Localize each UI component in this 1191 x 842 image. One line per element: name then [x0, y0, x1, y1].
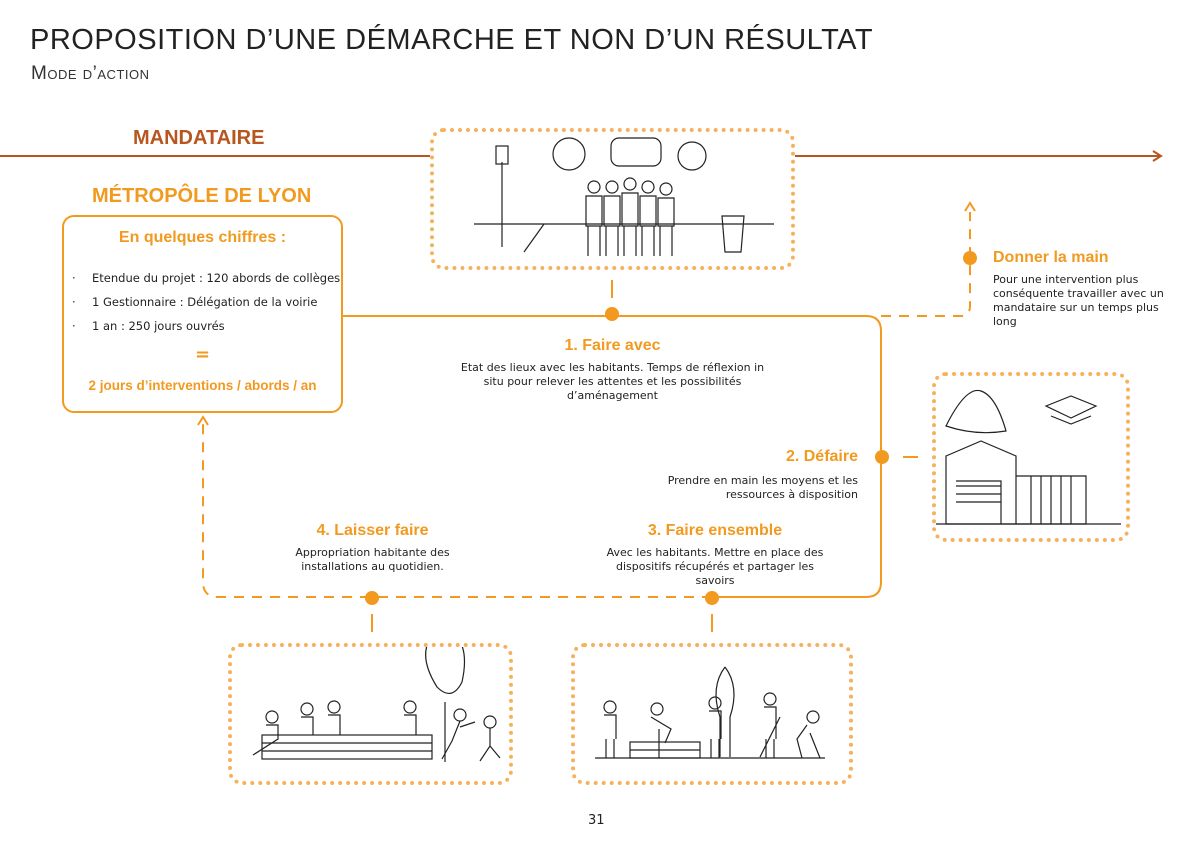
- step-2-dot: [875, 450, 889, 464]
- key-figures-result: 2 jours d’interventions / abords / an: [88, 378, 317, 393]
- cycle-dashed-line: [202, 420, 712, 598]
- mandataire-label: MANDATAIRE: [133, 127, 265, 149]
- arrow-up-icon: [197, 415, 209, 426]
- list-item: ·Etendue du projet : 120 abords de collè…: [72, 271, 340, 295]
- step-3: 3. Faire ensemble Avec les habitants. Me…: [595, 522, 835, 588]
- handover-text: Pour une intervention plus conséquente t…: [993, 273, 1164, 328]
- step-1-text: Etat des lieux avec les habitants. Temps…: [460, 361, 765, 402]
- handover: Donner la main Pour une intervention plu…: [993, 249, 1168, 329]
- illustration-building-together: [571, 643, 853, 785]
- handover-title: Donner la main: [993, 249, 1109, 266]
- list-item: ·1 Gestionnaire : Délégation de la voiri…: [72, 295, 340, 319]
- illustration-materials: [932, 372, 1130, 542]
- illustration-discussion: [430, 128, 795, 270]
- handover-dot: [963, 251, 977, 265]
- list-item-text: 1 Gestionnaire : Délégation de la voirie: [92, 295, 318, 309]
- key-figures-title: En quelques chiffres :: [118, 229, 287, 246]
- step-2-text: Prendre en main les moyens et les ressou…: [667, 474, 858, 501]
- page-subtitle: Mode d’action: [31, 63, 150, 84]
- client-name: MÉTROPÔLE DE LYON: [92, 185, 312, 207]
- step-3-dot: [705, 591, 719, 605]
- arrow-up-icon: [964, 201, 976, 212]
- illustration-everyday-use: [228, 626, 513, 785]
- step-2-title: 2. Défaire: [785, 448, 858, 465]
- step-4-dot: [365, 591, 379, 605]
- list-item-text: 1 an : 250 jours ouvrés: [92, 319, 225, 333]
- handover-dashed-line: [881, 212, 971, 317]
- equals-sign: =: [194, 344, 211, 365]
- step-3-title: 3. Faire ensemble: [647, 522, 783, 539]
- step-4: 4. Laisser faire Appropriation habitante…: [290, 522, 455, 574]
- step-2: 2. Défaire Prendre en main les moyens et…: [660, 448, 858, 502]
- list-item-text: Etendue du projet : 120 abords de collèg…: [92, 271, 341, 285]
- step-1-dot: [605, 307, 619, 321]
- arrow-right-icon: [1152, 150, 1163, 162]
- step-1: 1. Faire avec Etat des lieux avec les ha…: [450, 337, 775, 403]
- list-item: ·1 an : 250 jours ouvrés: [72, 319, 340, 343]
- key-figures-box: En quelques chiffres : ·Etendue du proje…: [62, 215, 343, 413]
- page-title: PROPOSITION D’UNE DÉMARCHE ET NON D’UN R…: [30, 24, 874, 56]
- step-4-text: Appropriation habitante des installation…: [295, 546, 450, 573]
- step-1-title: 1. Faire avec: [564, 337, 661, 354]
- step-4-title: 4. Laisser faire: [316, 522, 429, 539]
- step-3-text: Avec les habitants. Mettre en place des …: [606, 546, 824, 587]
- key-figures-list: ·Etendue du projet : 120 abords de collè…: [72, 271, 340, 343]
- page-number: 31: [588, 813, 605, 828]
